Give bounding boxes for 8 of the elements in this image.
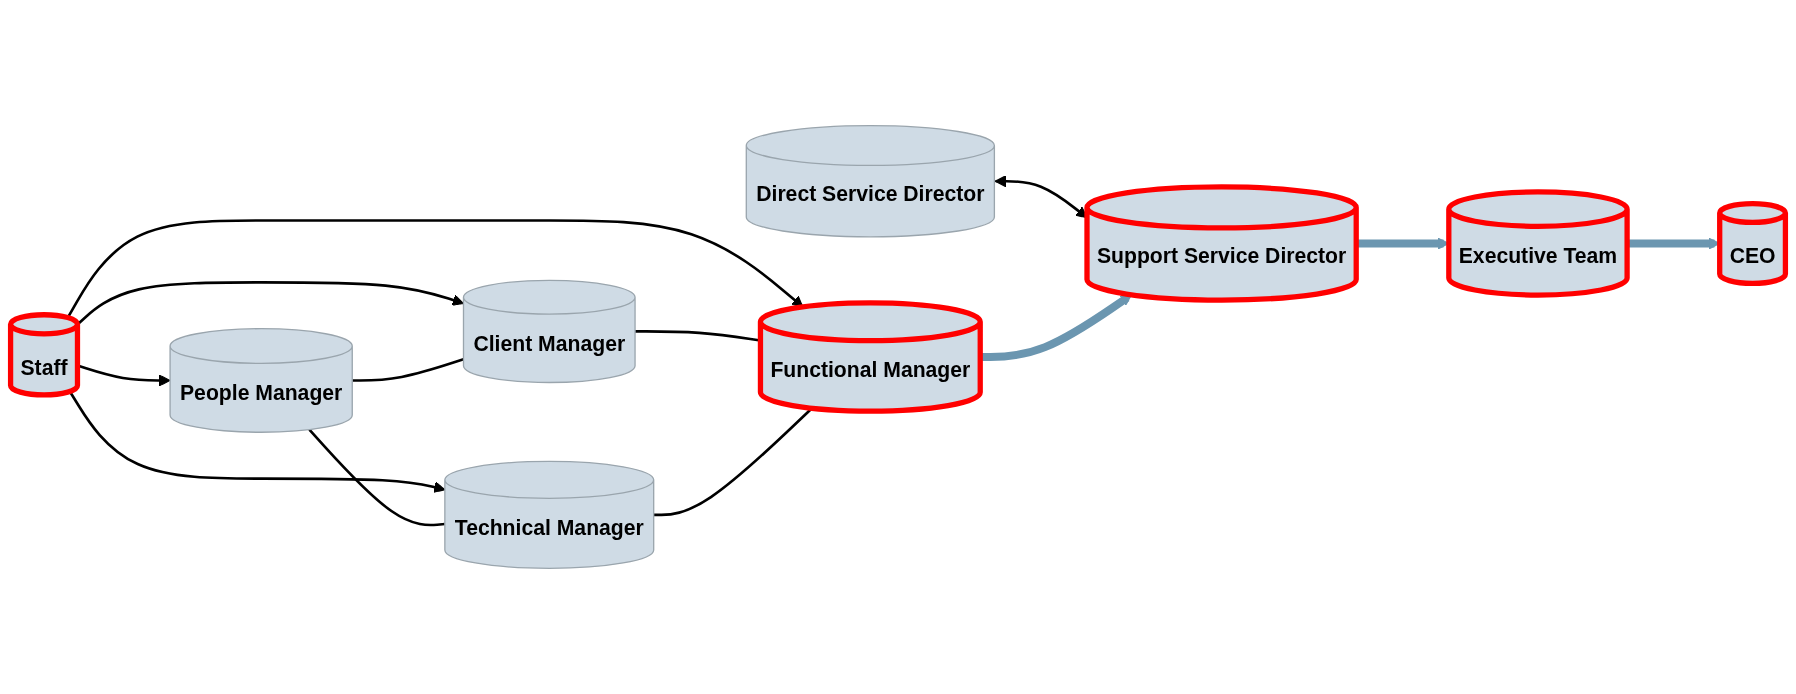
- arrow: [980, 294, 1133, 361]
- arrow: [68, 390, 446, 493]
- connector: [308, 428, 445, 527]
- connector: [635, 330, 761, 342]
- arrow: [77, 364, 171, 387]
- connector: [352, 358, 464, 382]
- arrow: [66, 219, 804, 319]
- arrow: [76, 281, 464, 326]
